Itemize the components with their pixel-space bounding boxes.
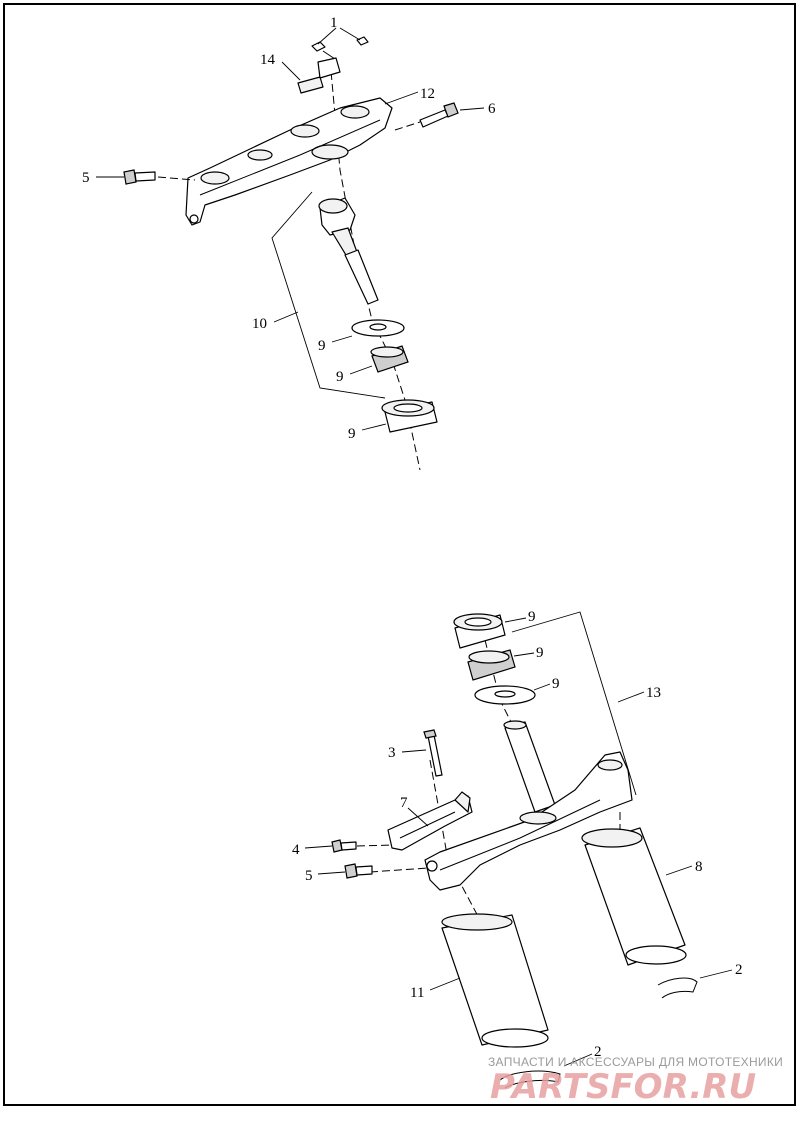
- callout-9-bearing: 9: [336, 369, 344, 385]
- bearing-item-9: [370, 345, 409, 373]
- bolt-item-3: [423, 729, 443, 777]
- callout-8: 8: [695, 859, 703, 875]
- callout-11: 11: [410, 985, 424, 1001]
- callout-10: 10: [252, 316, 267, 332]
- clip-item-2-bottom: [499, 1070, 561, 1089]
- stem-tube-item-13: [503, 720, 556, 813]
- callout-9-washer: 9: [318, 338, 326, 354]
- callout-4: 4: [292, 842, 300, 858]
- callout-6: 6: [488, 101, 496, 117]
- callout-7: 7: [400, 795, 408, 811]
- callout-12: 12: [420, 86, 435, 102]
- callout-2-bottom: 2: [594, 1044, 602, 1060]
- clip-item-2-right: [657, 977, 698, 999]
- callout-9-lower-bearing: 9: [536, 645, 544, 661]
- callout-3: 3: [388, 745, 396, 761]
- diagram-frame: [3, 3, 796, 1106]
- callout-9-race: 9: [348, 426, 356, 442]
- callout-5-lower: 5: [305, 868, 313, 884]
- watermark-logo: PARTSFOR.RU: [490, 1067, 756, 1107]
- washer-item-9: [351, 319, 405, 337]
- lower-bearing-item-9: [467, 649, 516, 681]
- watermark: ЗАПЧАСТИ И АКСЕССУАРЫ ДЛЯ МОТОТЕХНИКИ PA…: [488, 1055, 783, 1107]
- callout-13: 13: [646, 685, 661, 701]
- bolt-item-5-lower: [344, 863, 373, 879]
- lower-triple-clamp-item-13: [424, 751, 633, 891]
- fork-tube-item-11: [441, 913, 549, 1048]
- bracket-item-7: [387, 791, 473, 851]
- steering-stem-item-10: [318, 197, 379, 305]
- watermark-tagline: ЗАПЧАСТИ И АКСЕССУАРЫ ДЛЯ МОТОТЕХНИКИ: [488, 1055, 783, 1069]
- lower-washer-item-9: [474, 685, 536, 705]
- upper-triple-clamp-item-12: [185, 97, 393, 226]
- lower-race-item-9: [453, 613, 506, 649]
- callout-9-lower-washer: 9: [552, 676, 560, 692]
- callout-2-right: 2: [735, 962, 743, 978]
- fork-tube-item-8: [581, 827, 687, 966]
- bolt-item-6: [394, 102, 459, 131]
- bolt-item-5-upper: [123, 169, 196, 185]
- callout-9-lower-race: 9: [528, 609, 536, 625]
- race-item-9: [381, 399, 438, 433]
- screw-item-1: [311, 36, 369, 60]
- bolt-item-4: [331, 839, 357, 853]
- callout-1: 1: [330, 15, 338, 31]
- clip-item-14: [297, 57, 341, 94]
- lower-assembly: 9 9 9 13 3 7 4 5 8 2 11 2: [292, 609, 743, 1089]
- callout-5-upper: 5: [82, 170, 90, 186]
- upper-assembly: 1 14 12 6 5 10 9 9 9: [82, 15, 496, 471]
- callout-14: 14: [260, 52, 276, 68]
